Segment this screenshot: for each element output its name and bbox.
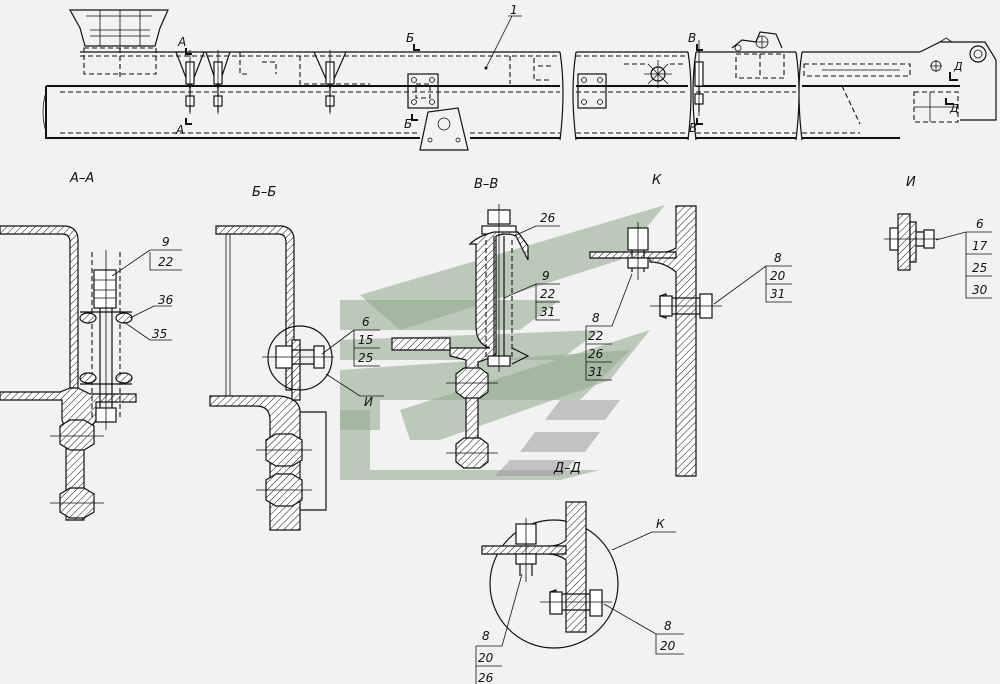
- k-callout-31a: 31: [588, 365, 603, 379]
- section-aa-title: А–А: [69, 171, 94, 186]
- bolt-group-a: [175, 51, 277, 112]
- vv-callout-22: 22: [540, 287, 555, 301]
- view-k-title: К: [652, 173, 662, 188]
- cut-a-bottom: А: [175, 123, 184, 137]
- cut-b-bottom: Б: [404, 117, 412, 131]
- bb-callout-6: 6: [362, 315, 370, 329]
- aa-callout-9: 9: [162, 235, 170, 249]
- callout-1-label: 1: [510, 3, 518, 17]
- bb-callout-15: 15: [358, 333, 373, 347]
- dd-callout-20b: 20: [660, 639, 676, 653]
- aa-callout-36: 36: [158, 293, 174, 307]
- k-callout-22: 22: [588, 329, 603, 343]
- dd-callout-8b: 8: [664, 619, 672, 633]
- k-callout-31b: 31: [770, 287, 785, 301]
- detail-k-circle: [489, 519, 619, 649]
- view-i-title: И: [906, 175, 916, 190]
- section-vv: В–В 26 9 22 31: [391, 177, 560, 469]
- k-callout-8a: 8: [592, 311, 600, 325]
- cut-a-top: А: [177, 35, 186, 49]
- aa-callout-22: 22: [158, 255, 173, 269]
- vv-callout-26: 26: [540, 211, 556, 225]
- i-callout-6: 6: [976, 217, 984, 231]
- section-vv-title: В–В: [474, 177, 498, 192]
- bb-callout-i: И: [364, 395, 373, 409]
- section-markers: А А Б Б В В Д Д: [175, 31, 963, 137]
- section-bb: Б–Б 6 15 25 И: [209, 185, 384, 531]
- detail-i-circle: [267, 325, 333, 391]
- i-callout-17: 17: [972, 239, 988, 253]
- view-k: К 8 22 26 31 8 20 31: [585, 173, 792, 477]
- cut-v-top: В: [688, 31, 696, 45]
- cut-v-bottom: В: [689, 121, 697, 135]
- aa-callout-35: 35: [152, 327, 167, 341]
- dd-callout-20a: 20: [478, 651, 494, 665]
- section-aa: А–А 9 22 36 35: [0, 171, 182, 521]
- section-dd-title: Д–Д: [553, 461, 581, 476]
- view-i: И 6 17 25 30: [884, 175, 992, 299]
- cut-d-top: Д: [953, 60, 963, 73]
- dd-callout-26: 26: [478, 671, 494, 684]
- section-bb-title: Б–Б: [252, 185, 276, 200]
- cut-b-top: Б: [406, 31, 414, 45]
- i-callout-30: 30: [972, 283, 988, 297]
- cut-d-bottom: Д: [949, 102, 959, 115]
- watermark-logo: [340, 205, 665, 480]
- i-callout-25: 25: [972, 261, 987, 275]
- bb-callout-25: 25: [358, 351, 373, 365]
- vv-callout-31: 31: [540, 305, 555, 319]
- k-callout-20: 20: [770, 269, 786, 283]
- section-dd: Д–Д К 8 20 26 8 20: [475, 461, 684, 684]
- k-callout-8b: 8: [774, 251, 782, 265]
- dd-callout-8a: 8: [482, 629, 490, 643]
- main-longitudinal-view: [42, 9, 997, 151]
- callout-1: 1: [484, 3, 522, 70]
- dd-callout-k: К: [656, 517, 665, 531]
- k-callout-26: 26: [588, 347, 604, 361]
- vv-callout-9: 9: [542, 269, 550, 283]
